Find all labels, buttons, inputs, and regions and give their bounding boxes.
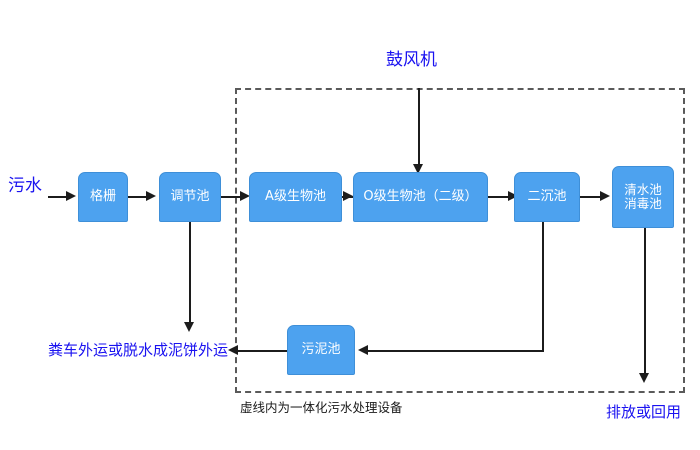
connector-equalization-to-a-stage xyxy=(221,196,242,198)
connector-clarifier-to-sludge-vertical xyxy=(542,222,544,352)
arrowhead-clarifier-to-sludge xyxy=(358,345,368,355)
arrowhead-inlet-to-grating xyxy=(66,191,76,201)
label-blower: 鼓风机 xyxy=(386,50,437,70)
connector-clearwater-to-effluent xyxy=(644,228,646,376)
arrowhead-grating-to-equalization xyxy=(146,191,156,201)
node-secondary-clarifier[interactable]: 二沉池 xyxy=(514,172,580,222)
node-grating[interactable]: 格栅 xyxy=(78,172,128,222)
arrowhead-equalization-to-disposal xyxy=(184,322,194,332)
integrated-equipment-boundary xyxy=(235,88,685,393)
caption-integrated-equipment: 虚线内为一体化污水处理设备 xyxy=(240,400,403,415)
node-sludge-tank[interactable]: 污泥池 xyxy=(287,325,355,375)
connector-o-stage-to-clarifier xyxy=(488,196,510,198)
connector-clarifier-to-sludge-horizontal xyxy=(368,350,544,352)
connector-blower-to-o-stage xyxy=(418,88,420,166)
arrowhead-o-stage-to-clarifier xyxy=(508,191,518,201)
arrowhead-clarifier-to-clearwater xyxy=(600,191,610,201)
connector-sludge-to-disposal xyxy=(238,350,287,352)
label-influent-sewage: 污水 xyxy=(8,176,42,196)
arrowhead-sludge-to-disposal xyxy=(228,345,238,355)
connector-grating-to-equalization xyxy=(128,196,148,198)
connector-inlet-to-grating xyxy=(48,196,68,198)
connector-equalization-to-disposal xyxy=(189,222,191,325)
node-clearwater-disinfection-tank[interactable]: 清水池 消毒池 xyxy=(612,166,674,228)
label-sludge-disposal: 粪车外运或脱水成泥饼外运 xyxy=(48,341,229,359)
connector-clarifier-to-clearwater xyxy=(580,196,602,198)
node-equalization-tank[interactable]: 调节池 xyxy=(159,172,221,222)
label-effluent-discharge-reuse: 排放或回用 xyxy=(606,403,682,421)
arrowhead-clearwater-to-effluent xyxy=(639,373,649,383)
arrowhead-blower-to-o-stage xyxy=(413,164,423,174)
node-a-stage-bio-tank[interactable]: A级生物池 xyxy=(249,172,342,222)
node-o-stage-bio-tank[interactable]: O级生物池（二级） xyxy=(353,172,488,222)
arrowhead-a-stage-to-o-stage xyxy=(343,191,353,201)
arrowhead-equalization-to-a-stage xyxy=(240,191,250,201)
